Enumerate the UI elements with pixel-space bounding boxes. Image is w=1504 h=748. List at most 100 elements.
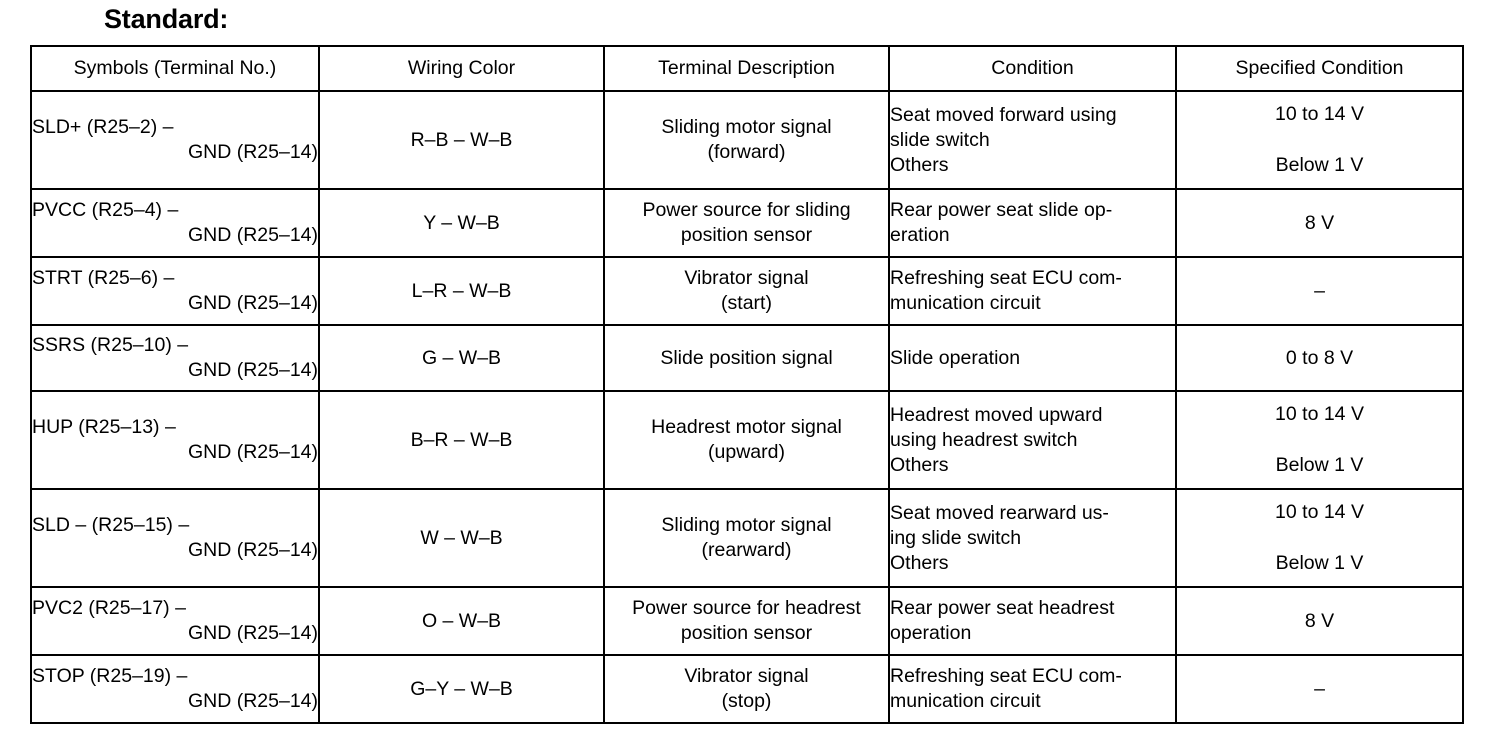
table-row: STRT (R25–6) – GND (R25–14) L–R – W–B Vi… [30,256,1464,326]
condition-line-2: munication circuit [890,690,1041,712]
description-line-2: (stop) [721,690,772,712]
symbol-line-2: GND (R25–14) [187,690,318,712]
condition-line-1: Refreshing seat ECU com- [890,267,1122,289]
cell-condition: Refreshing seat ECU com- munication circ… [888,654,1177,724]
condition-line-1: Refreshing seat ECU com- [890,665,1122,687]
table-row: PVC2 (R25–17) – GND (R25–14) O – W–B Pow… [30,586,1464,656]
symbol-line-1: HUP (R25–13) – [32,416,176,438]
table-row: HUP (R25–13) – GND (R25–14) B–R – W–B He… [30,390,1464,490]
table-row: SSRS (R25–10) – GND (R25–14) G – W–B Sli… [30,324,1464,392]
condition-line-1: Rear power seat slide op- [890,199,1113,221]
specified-line-1: 10 to 14 V [1275,403,1364,425]
cell-specified-condition: 8 V [1175,188,1464,258]
condition-line-2: using headrest switch [890,428,1078,451]
cell-wiring-color: L–R – W–B [318,256,605,326]
standard-spec-table-container: Symbols (Terminal No.) Wiring Color Term… [30,45,1464,724]
cell-wiring-color: G–Y – W–B [318,654,605,724]
cell-specified-condition: 10 to 14 V Below 1 V [1175,488,1464,588]
symbol-line-2: GND (R25–14) [187,359,318,381]
symbol-line-2: GND (R25–14) [187,622,318,644]
cell-terminal-description: Sliding motor signal (forward) [603,90,890,190]
cell-symbols: STOP (R25–19) – GND (R25–14) [30,654,320,724]
page-title: Standard: [104,4,229,34]
cell-condition: Rear power seat headrest operation [888,586,1177,656]
cell-condition: Seat moved rearward us- ing slide switch… [888,488,1177,588]
standard-spec-table: Symbols (Terminal No.) Wiring Color Term… [30,45,1464,724]
cell-condition: Slide operation [888,324,1177,392]
cell-terminal-description: Headrest motor signal (upward) [603,390,890,490]
description-line-1: Power source for headrest [632,597,861,619]
cell-specified-condition: – [1175,654,1464,724]
condition-line-2: ing slide switch [890,526,1022,549]
column-header-terminal-description: Terminal Description [603,45,890,92]
table-row: SLD – (R25–15) – GND (R25–14) W – W–B Sl… [30,488,1464,588]
specified-line-1: 10 to 14 V [1275,103,1364,125]
description-line-2: (rearward) [701,539,792,561]
description-line-2: (upward) [708,441,785,463]
table-row: STOP (R25–19) – GND (R25–14) G–Y – W–B V… [30,654,1464,724]
symbol-line-1: SLD – (R25–15) – [32,514,190,536]
cell-condition: Seat moved forward using slide switch Ot… [888,90,1177,190]
table-row: PVCC (R25–4) – GND (R25–14) Y – W–B Powe… [30,188,1464,258]
cell-terminal-description: Power source for sliding position sensor [603,188,890,258]
cell-symbols: PVCC (R25–4) – GND (R25–14) [30,188,320,258]
description-line-2: position sensor [680,224,813,246]
symbol-line-2: GND (R25–14) [187,224,318,246]
cell-symbols: HUP (R25–13) – GND (R25–14) [30,390,320,490]
cell-wiring-color: O – W–B [318,586,605,656]
symbol-line-1: STOP (R25–19) – [32,665,188,687]
cell-condition: Headrest moved upward using headrest swi… [888,390,1177,490]
description-line-2: position sensor [680,622,813,644]
condition-line-3: Others [890,453,949,476]
cell-wiring-color: Y – W–B [318,188,605,258]
column-header-wiring-color: Wiring Color [318,45,605,92]
cell-specified-condition: – [1175,256,1464,326]
symbol-line-1: PVCC (R25–4) – [32,199,179,221]
cell-symbols: PVC2 (R25–17) – GND (R25–14) [30,586,320,656]
cell-terminal-description: Vibrator signal (start) [603,256,890,326]
symbol-line-2: GND (R25–14) [187,539,318,561]
condition-line-2: slide switch [890,128,990,151]
symbol-line-2: GND (R25–14) [187,441,318,463]
spacer [1177,525,1462,551]
spacer [1177,427,1462,453]
cell-condition: Refreshing seat ECU com- munication circ… [888,256,1177,326]
symbol-line-2: GND (R25–14) [187,141,318,163]
symbol-line-1: SLD+ (R25–2) – [32,116,174,138]
description-line-1: Sliding motor signal [661,514,832,536]
description-line-1: Power source for sliding [642,199,851,221]
specified-line-2: Below 1 V [1275,454,1364,476]
condition-line-1: Headrest moved upward [890,403,1103,426]
symbol-line-1: SSRS (R25–10) – [32,334,189,356]
description-line-1: Headrest motor signal [651,416,842,438]
cell-specified-condition: 10 to 14 V Below 1 V [1175,390,1464,490]
condition-line-1: Seat moved rearward us- [890,501,1109,524]
table-row: SLD+ (R25–2) – GND (R25–14) R–B – W–B Sl… [30,90,1464,190]
condition-line-1: Rear power seat headrest [890,597,1115,619]
description-line-1: Vibrator signal [684,665,809,687]
symbol-line-2: GND (R25–14) [187,292,318,314]
specified-line-2: Below 1 V [1275,552,1364,574]
column-header-specified-condition: Specified Condition [1175,45,1464,92]
column-header-condition: Condition [888,45,1177,92]
condition-line-3: Others [890,153,949,176]
cell-terminal-description: Power source for headrest position senso… [603,586,890,656]
condition-line-3: Others [890,551,949,574]
spacer [1177,127,1462,153]
specified-line-2: Below 1 V [1275,154,1364,176]
cell-symbols: STRT (R25–6) – GND (R25–14) [30,256,320,326]
cell-specified-condition: 10 to 14 V Below 1 V [1175,90,1464,190]
condition-line-2: operation [890,622,972,644]
cell-terminal-description: Vibrator signal (stop) [603,654,890,724]
cell-specified-condition: 8 V [1175,586,1464,656]
condition-line-2: eration [890,224,950,246]
table-header-row: Symbols (Terminal No.) Wiring Color Term… [30,45,1464,92]
cell-terminal-description: Sliding motor signal (rearward) [603,488,890,588]
description-line-2: (start) [721,292,772,314]
specified-line-1: 10 to 14 V [1275,501,1364,523]
condition-line-2: munication circuit [890,292,1041,314]
cell-wiring-color: R–B – W–B [318,90,605,190]
description-line-2: (forward) [707,141,786,163]
symbol-line-1: PVC2 (R25–17) – [32,597,186,619]
